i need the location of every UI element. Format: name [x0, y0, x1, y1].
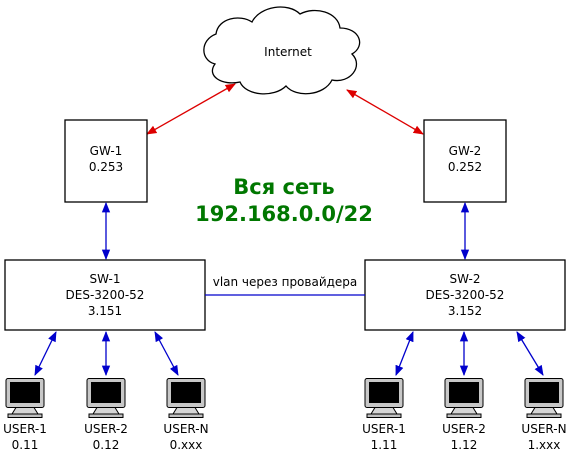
- user-name: USER-2: [442, 422, 486, 436]
- user-name: USER-1: [362, 422, 406, 436]
- monitor-icon: [86, 378, 126, 418]
- gateway-name: GW-2: [449, 144, 482, 158]
- user-sw1-n: USER-N 0.xxx: [163, 378, 209, 452]
- gateway-name: GW-1: [90, 144, 123, 158]
- link-sw1-user1: [34, 331, 57, 376]
- internet-label: Internet: [264, 45, 312, 59]
- link-gw2-internet: [346, 89, 424, 135]
- monitor-icon: [444, 378, 484, 418]
- user-name: USER-N: [163, 422, 208, 436]
- user-name: USER-N: [521, 422, 566, 436]
- link-sw2-usern: [516, 331, 544, 376]
- monitor-icon: [166, 378, 206, 418]
- internet-cloud: Internet: [203, 6, 361, 95]
- user-sw1-1: USER-1 0.11: [3, 378, 47, 452]
- trunk-label: vlan через провайдера: [213, 275, 358, 289]
- gateway-ip: 0.252: [448, 160, 482, 174]
- monitor-icon: [5, 378, 45, 418]
- user-ip: 1.11: [371, 438, 398, 452]
- user-sw2-n: USER-N 1.xxx: [521, 378, 567, 452]
- cloud-icon: [203, 6, 361, 95]
- gateway-gw2: GW-2 0.252: [423, 119, 507, 203]
- user-name: USER-2: [84, 422, 128, 436]
- user-name: USER-1: [3, 422, 47, 436]
- switch-sw2: SW-2 DES-3200-52 3.152: [364, 259, 566, 331]
- network-subnet: 192.168.0.0/22: [195, 202, 373, 226]
- monitor-icon: [364, 378, 404, 418]
- monitor-icon: [524, 378, 564, 418]
- gateway-gw1: GW-1 0.253: [64, 119, 148, 203]
- switch-name: SW-1: [90, 272, 121, 286]
- switch-sw1: SW-1 DES-3200-52 3.151: [4, 259, 206, 331]
- user-ip: 1.12: [451, 438, 478, 452]
- user-ip: 0.xxx: [170, 438, 203, 452]
- user-ip: 1.xxx: [528, 438, 561, 452]
- user-ip: 0.11: [12, 438, 39, 452]
- switch-ip: 3.152: [448, 304, 482, 318]
- user-sw2-1: USER-1 1.11: [362, 378, 406, 452]
- network-title: Вся сеть: [233, 175, 334, 199]
- switch-model: DES-3200-52: [426, 288, 505, 302]
- user-sw2-2: USER-2 1.12: [442, 378, 486, 452]
- link-sw2-user1: [395, 331, 414, 376]
- user-sw1-2: USER-2 0.12: [84, 378, 128, 452]
- switch-model: DES-3200-52: [66, 288, 145, 302]
- user-ip: 0.12: [93, 438, 120, 452]
- link-sw1-usern: [154, 331, 179, 376]
- link-gw1-internet: [146, 83, 236, 135]
- gateway-ip: 0.253: [89, 160, 123, 174]
- switch-name: SW-2: [450, 272, 481, 286]
- switch-ip: 3.151: [88, 304, 122, 318]
